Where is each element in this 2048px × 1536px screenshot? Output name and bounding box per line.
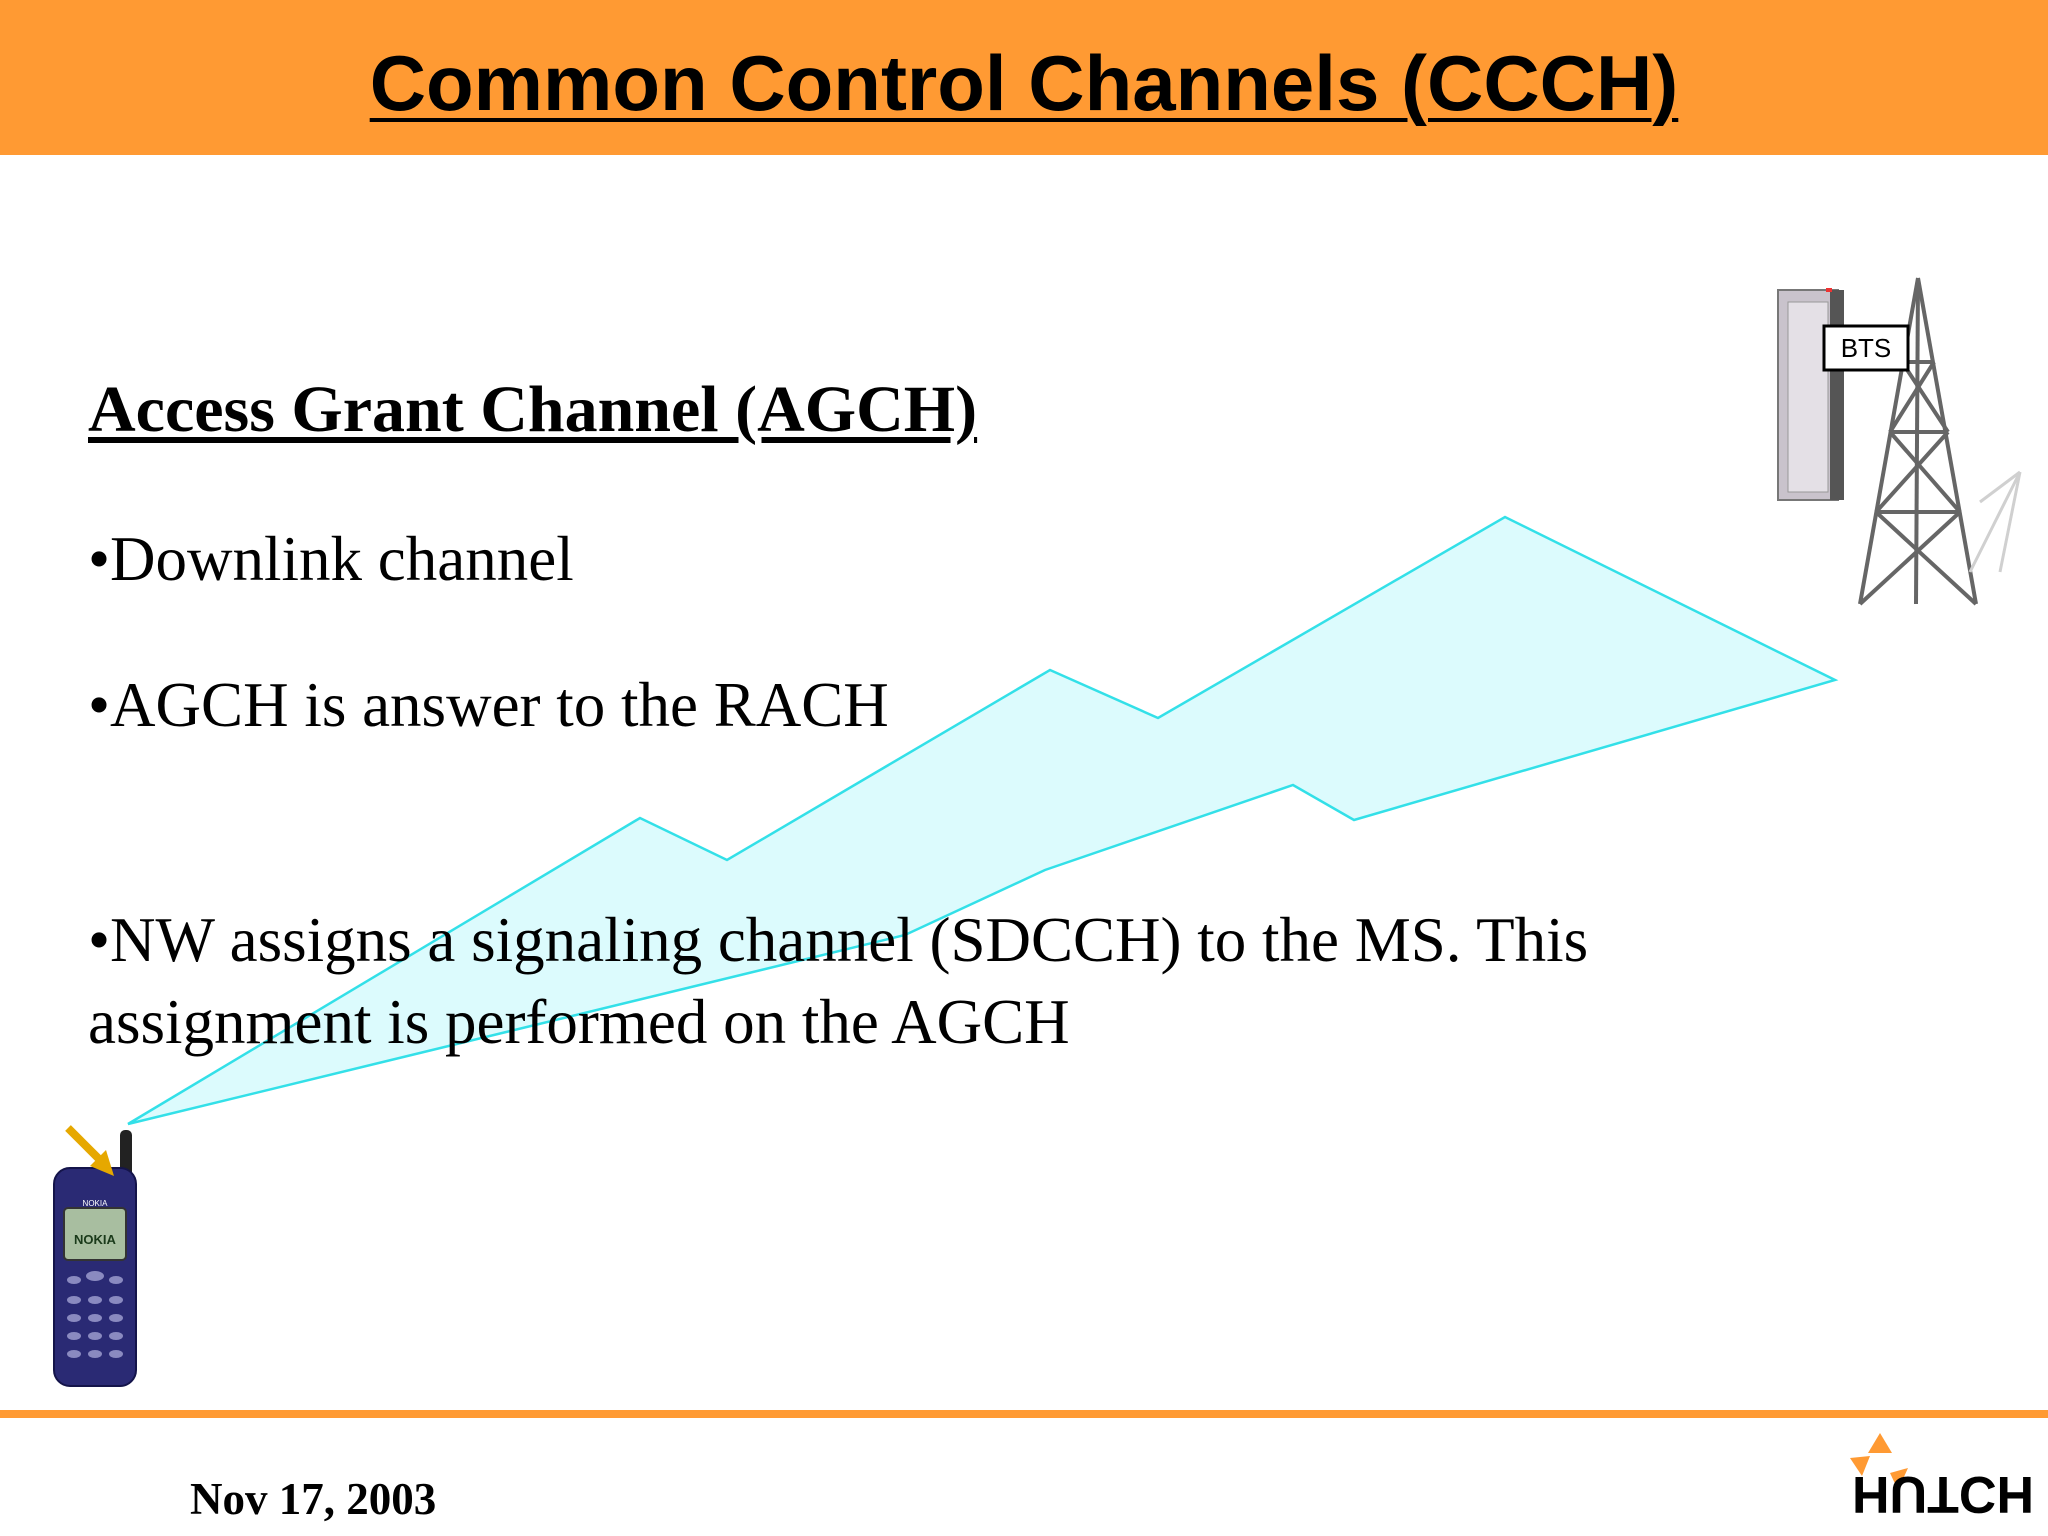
footer-date: Nov 17, 2003 — [190, 1474, 437, 1524]
bts-tower-icon: BTS — [1777, 277, 2022, 606]
logo-mark-icon — [1850, 1433, 1908, 1490]
bullet-sdcch-line1: •NW assigns a signaling channel (SDCCH) … — [88, 905, 1589, 975]
bullet-answer-rach: •AGCH is answer to the RACH — [88, 670, 889, 740]
arrow-icon — [65, 1125, 114, 1176]
slide-title: Common Control Channels (CCCH) — [369, 39, 1679, 127]
bullet-sdcch-assign: •NW assigns a signaling channel (SDCCH) … — [88, 899, 1588, 1063]
phone-brand-top: NOKIA — [83, 1199, 109, 1208]
bullet-sdcch-line2: assignment is performed on the AGCH — [88, 987, 1070, 1057]
phone-screen-text: NOKIA — [74, 1232, 117, 1247]
header-bar: Common Control Channels (CCCH) — [0, 0, 2048, 155]
bts-label: BTS — [1841, 333, 1892, 363]
section-heading: Access Grant Channel (AGCH) — [88, 373, 978, 446]
logo-text: HUTCH — [1852, 1465, 2034, 1523]
footer-divider — [0, 1410, 2048, 1418]
bullet-downlink: •Downlink channel — [88, 524, 574, 594]
hutch-logo: HUTCH — [1840, 1428, 2040, 1528]
mobile-phone-icon: NOKIA NOKIA — [53, 1125, 137, 1387]
signal-beam-shape — [127, 515, 1839, 1126]
